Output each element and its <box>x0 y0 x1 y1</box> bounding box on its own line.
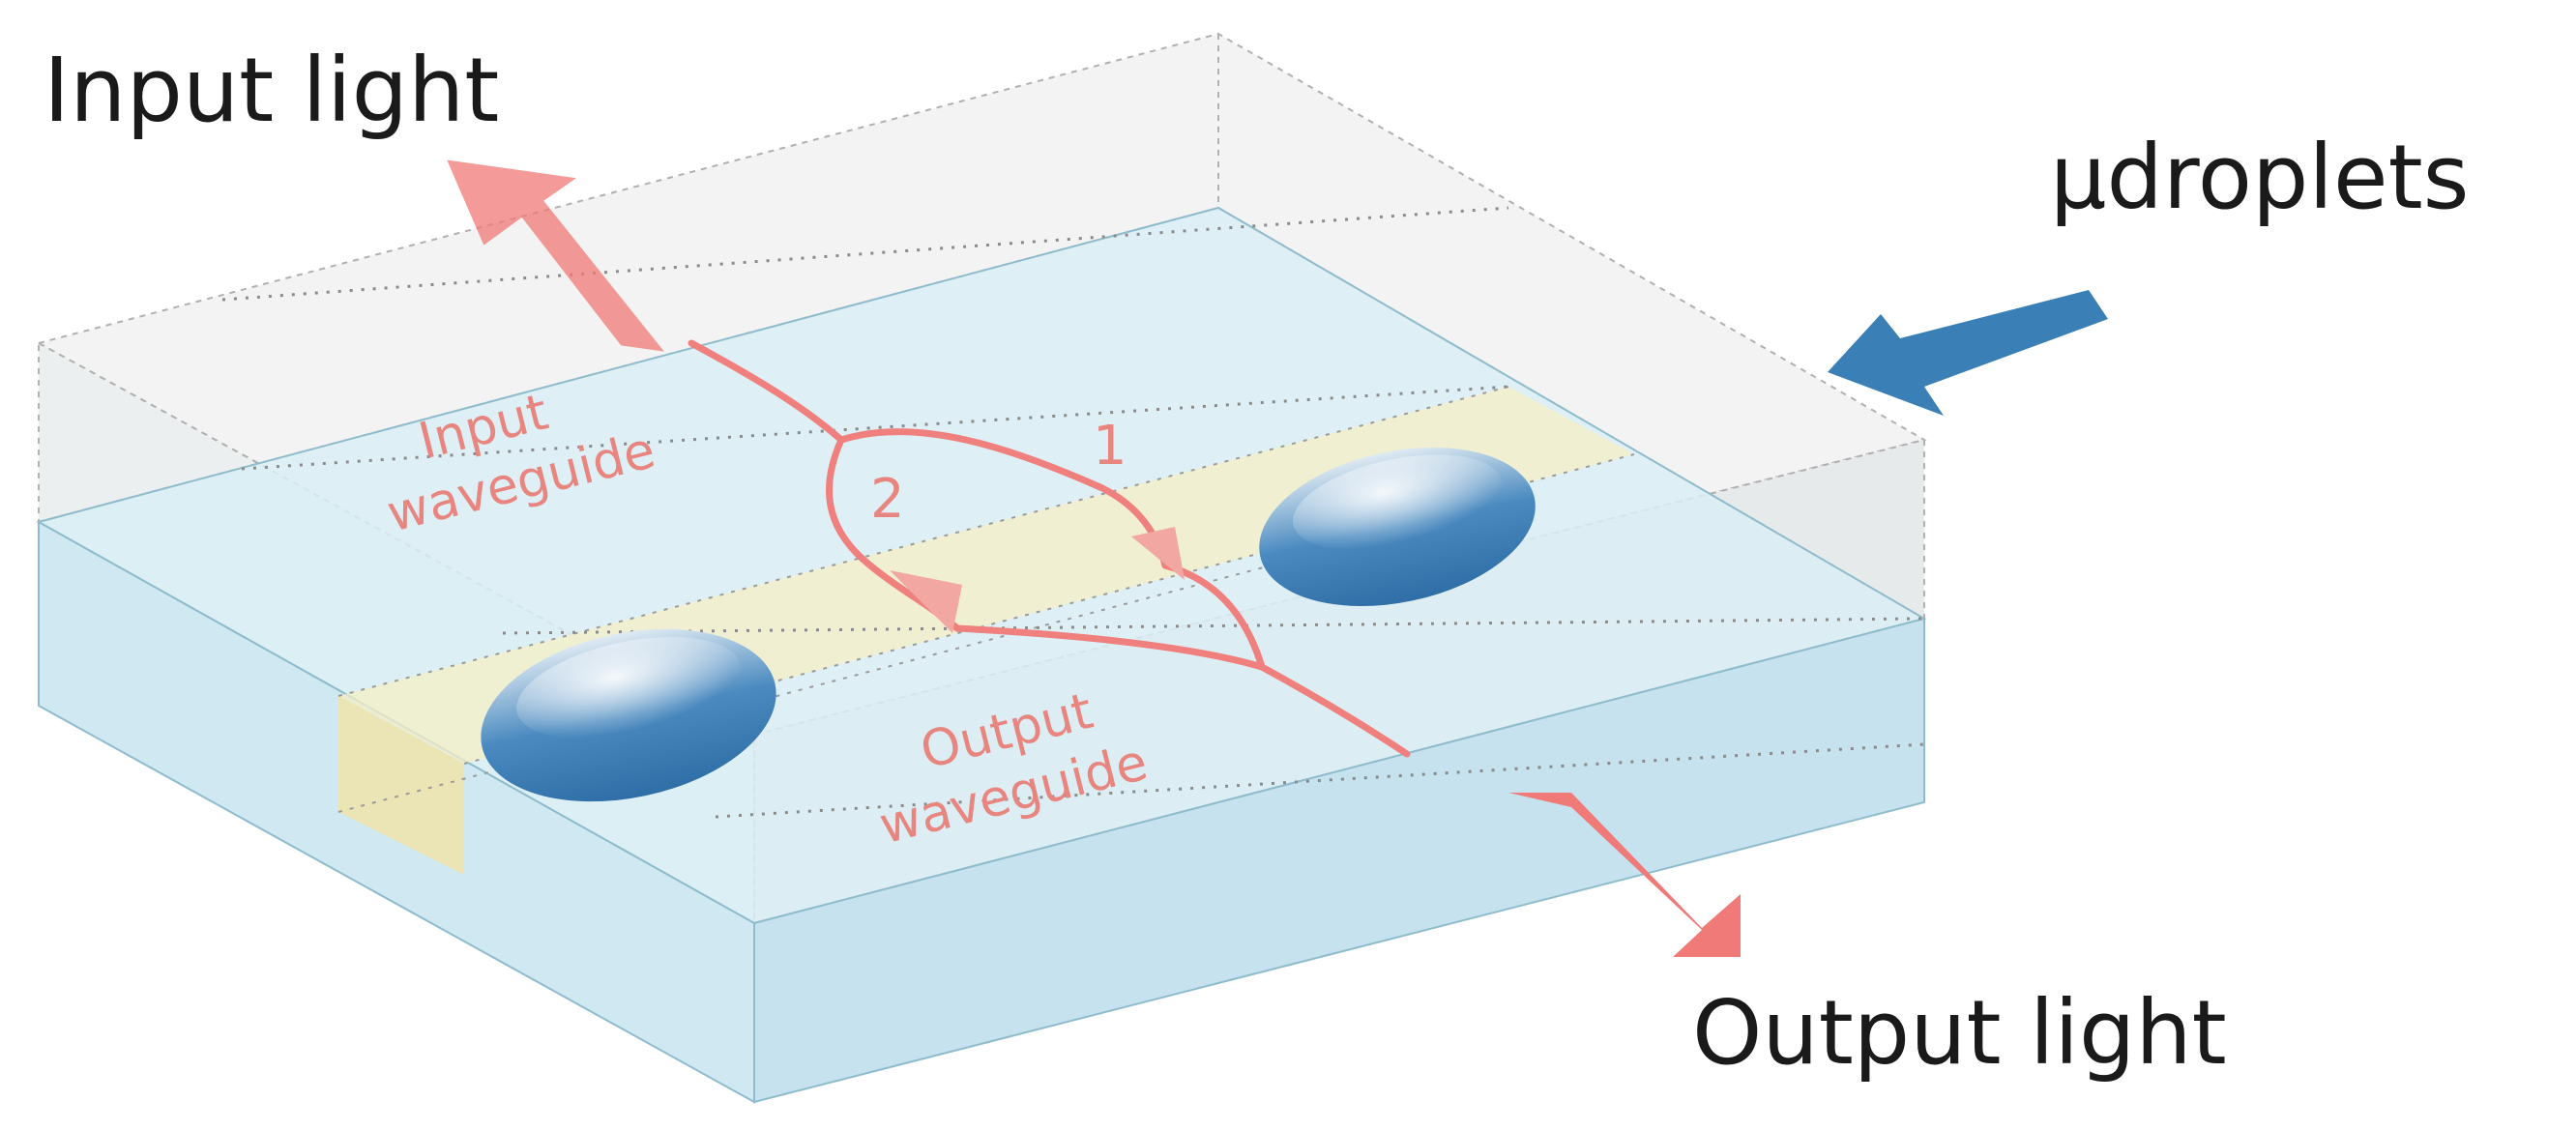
output-light-label: Output light <box>1692 981 2227 1085</box>
droplets-label: µdroplets <box>2050 126 2470 229</box>
waveguide-guide-lines <box>221 206 1925 819</box>
branch-1-label: 1 <box>1093 415 1127 478</box>
branch-1-path <box>837 428 1169 569</box>
output-waveguide-path <box>1258 663 1411 758</box>
output-light-arrow-icon <box>1508 793 1741 957</box>
droplet-right <box>1259 447 1536 607</box>
branch-2-label: 2 <box>870 468 905 531</box>
branch-2-arrowhead-icon <box>890 570 962 633</box>
droplets-arrow-icon <box>1828 290 2108 416</box>
input-light-label: Input light <box>44 39 499 142</box>
droplet-left <box>481 628 776 802</box>
waveguide-paths <box>688 339 1411 758</box>
channel-side <box>338 696 464 875</box>
merge-path-b <box>953 624 1266 671</box>
input-waveguide-path <box>688 339 845 444</box>
branch-1-arrowhead-icon <box>1131 527 1185 580</box>
input-light-arrow-icon <box>447 159 664 352</box>
